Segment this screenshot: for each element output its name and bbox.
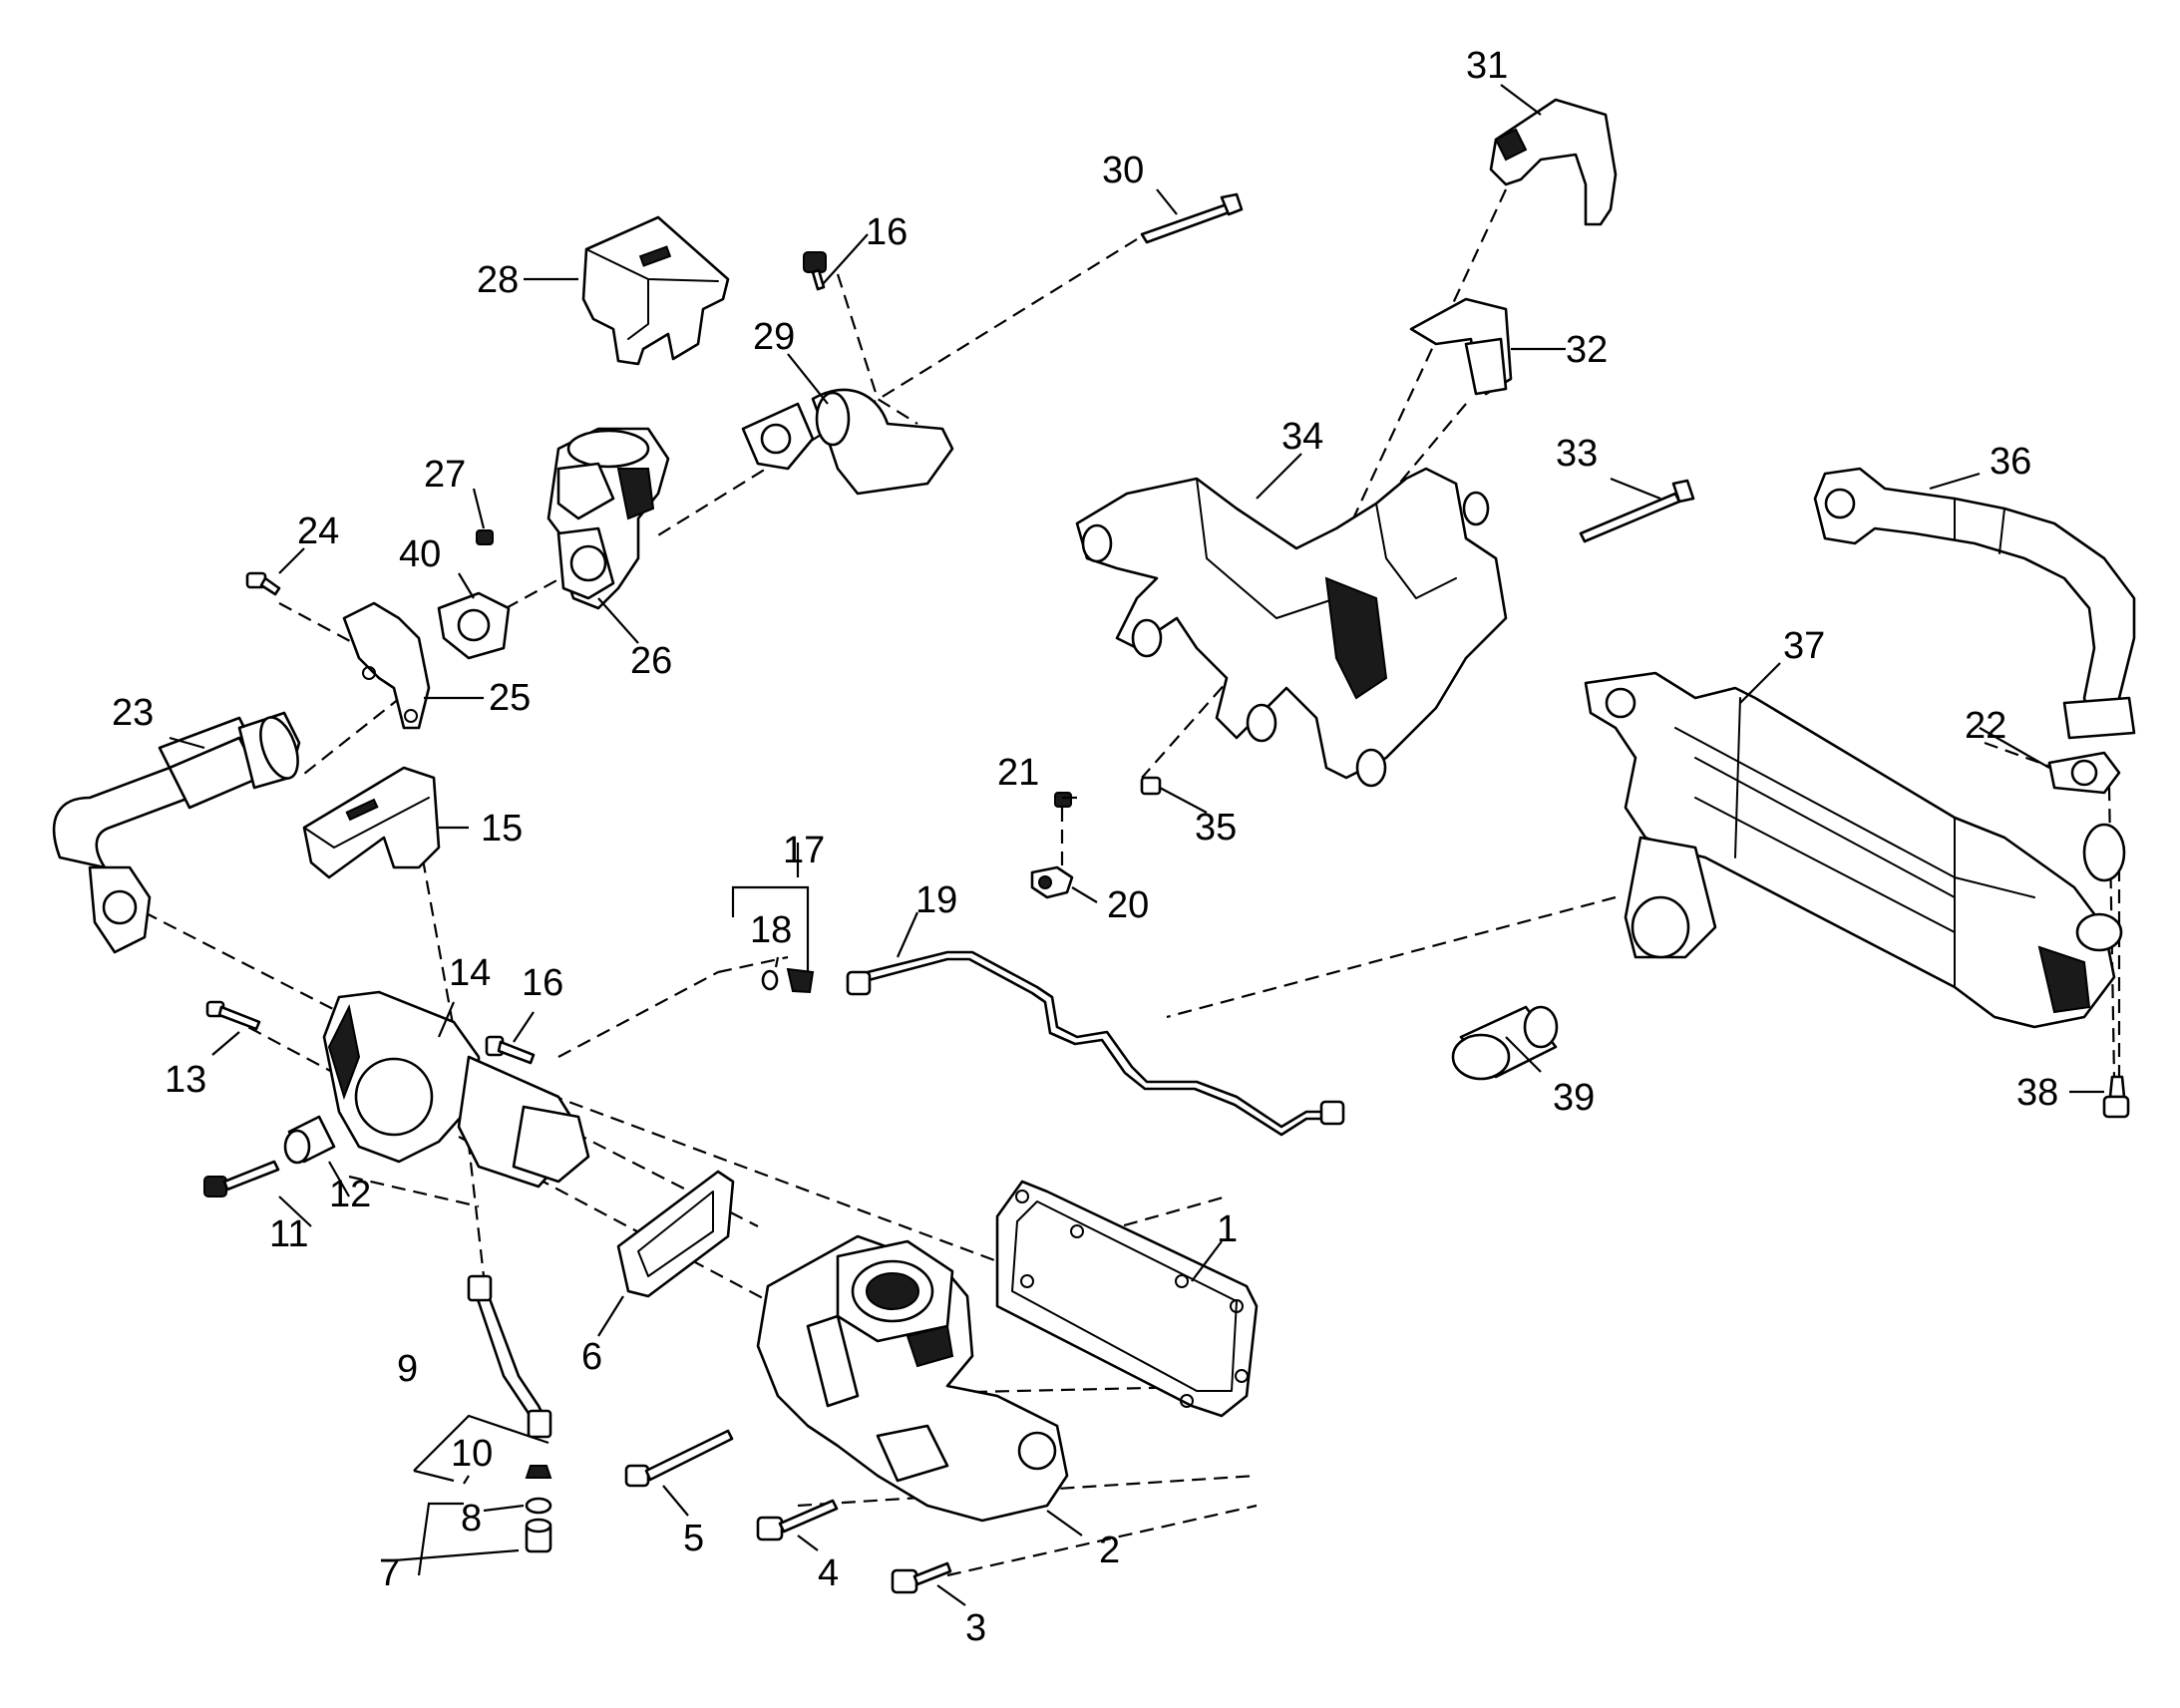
callout-24: 24	[297, 511, 339, 552]
callout-10: 10	[451, 1433, 493, 1475]
callout-18: 18	[750, 909, 792, 951]
nut-part-35	[1140, 776, 1162, 796]
bolt-part-16-upper	[803, 251, 827, 291]
callout-9: 9	[397, 1348, 418, 1390]
gasket-part-40	[437, 591, 511, 660]
heat-shield-part-28	[581, 215, 730, 366]
callout-32: 32	[1566, 329, 1608, 371]
callout-21: 21	[997, 752, 1039, 794]
callout-17: 17	[783, 830, 825, 871]
callout-14: 14	[449, 952, 491, 994]
callout-29: 29	[753, 316, 795, 358]
callout-31: 31	[1466, 45, 1508, 87]
callout-1: 1	[1217, 1208, 1238, 1250]
callout-8: 8	[461, 1498, 482, 1539]
callout-26: 26	[630, 640, 672, 682]
bracket-part-32	[1409, 297, 1513, 396]
callout-19: 19	[915, 879, 957, 921]
egr-pipe-part-23	[52, 711, 301, 954]
callout-labels: 1 2 3 4 5 6 7 8 9 10 11 12 13 14 15 16 1…	[112, 45, 2058, 1649]
callout-12: 12	[329, 1174, 371, 1215]
bolt-part-27	[476, 529, 494, 545]
callout-38: 38	[2016, 1072, 2058, 1114]
tube-part-9	[467, 1274, 552, 1439]
callout-40: 40	[399, 533, 441, 575]
leader-lines	[169, 84, 2104, 1606]
callout-28: 28	[477, 259, 519, 301]
callout-6: 6	[581, 1336, 602, 1378]
egr-cooler-part-37	[1584, 671, 2126, 1029]
callout-36: 36	[1990, 441, 2031, 483]
o-ring-part-18	[761, 969, 779, 991]
bracket-part-31	[1489, 98, 1618, 226]
heat-shield-part-15	[302, 766, 441, 879]
callout-30: 30	[1102, 150, 1144, 191]
tube-part-19	[846, 950, 1345, 1137]
gasket-part-6	[616, 1170, 735, 1298]
callout-34: 34	[1281, 416, 1323, 458]
callout-11: 11	[269, 1213, 308, 1255]
egr-housing-part-14	[322, 990, 590, 1189]
long-bolt-part-30	[1140, 192, 1244, 244]
stud-part-13	[205, 1000, 261, 1031]
washer-part-8	[525, 1497, 552, 1515]
callout-20: 20	[1107, 884, 1149, 926]
callout-2: 2	[1099, 1530, 1120, 1571]
callout-13: 13	[165, 1059, 206, 1101]
clip-part-20	[1030, 865, 1074, 899]
bolt-part-4	[756, 1499, 839, 1541]
throttle-body-part-2	[756, 1234, 1069, 1523]
callout-25: 25	[489, 677, 531, 719]
bolt-part-3	[891, 1561, 952, 1594]
callout-35: 35	[1195, 807, 1237, 849]
nut-part-10	[525, 1465, 552, 1479]
egr-valve-part-26	[546, 427, 670, 610]
callout-39: 39	[1553, 1077, 1595, 1119]
bolt-part-24	[245, 571, 281, 596]
bolt-part-16-lower	[485, 1035, 536, 1065]
egr-elbow-part-29	[741, 388, 954, 496]
callout-22: 22	[1965, 705, 2006, 747]
callout-3: 3	[965, 1607, 986, 1649]
bolt-part-38	[2102, 1075, 2130, 1119]
bolt-part-21	[1054, 792, 1072, 808]
callout-33: 33	[1556, 433, 1598, 475]
fitting-part-17	[786, 967, 815, 994]
callout-16-upper: 16	[866, 211, 908, 253]
sleeve-part-39	[1451, 1005, 1559, 1081]
egr-pipe-part-36	[1813, 467, 2136, 740]
callout-16-lower: 16	[522, 962, 563, 1004]
gasket-part-22	[2047, 751, 2121, 795]
engine-bracket-part-34	[1075, 467, 1508, 788]
gasket-part-1	[995, 1180, 1259, 1418]
callout-27: 27	[424, 454, 466, 496]
callout-5: 5	[683, 1518, 704, 1559]
bolt-part-11	[203, 1160, 280, 1197]
callout-23: 23	[112, 692, 154, 734]
bolt-part-5	[624, 1429, 734, 1488]
bracket-part-25	[342, 601, 431, 730]
callout-4: 4	[818, 1552, 839, 1594]
long-bolt-part-33	[1579, 479, 1695, 543]
callout-7: 7	[379, 1552, 400, 1594]
plug-part-7	[525, 1518, 552, 1553]
callout-37: 37	[1783, 625, 1825, 667]
spacer-part-12	[283, 1115, 336, 1165]
callout-15: 15	[481, 808, 523, 850]
